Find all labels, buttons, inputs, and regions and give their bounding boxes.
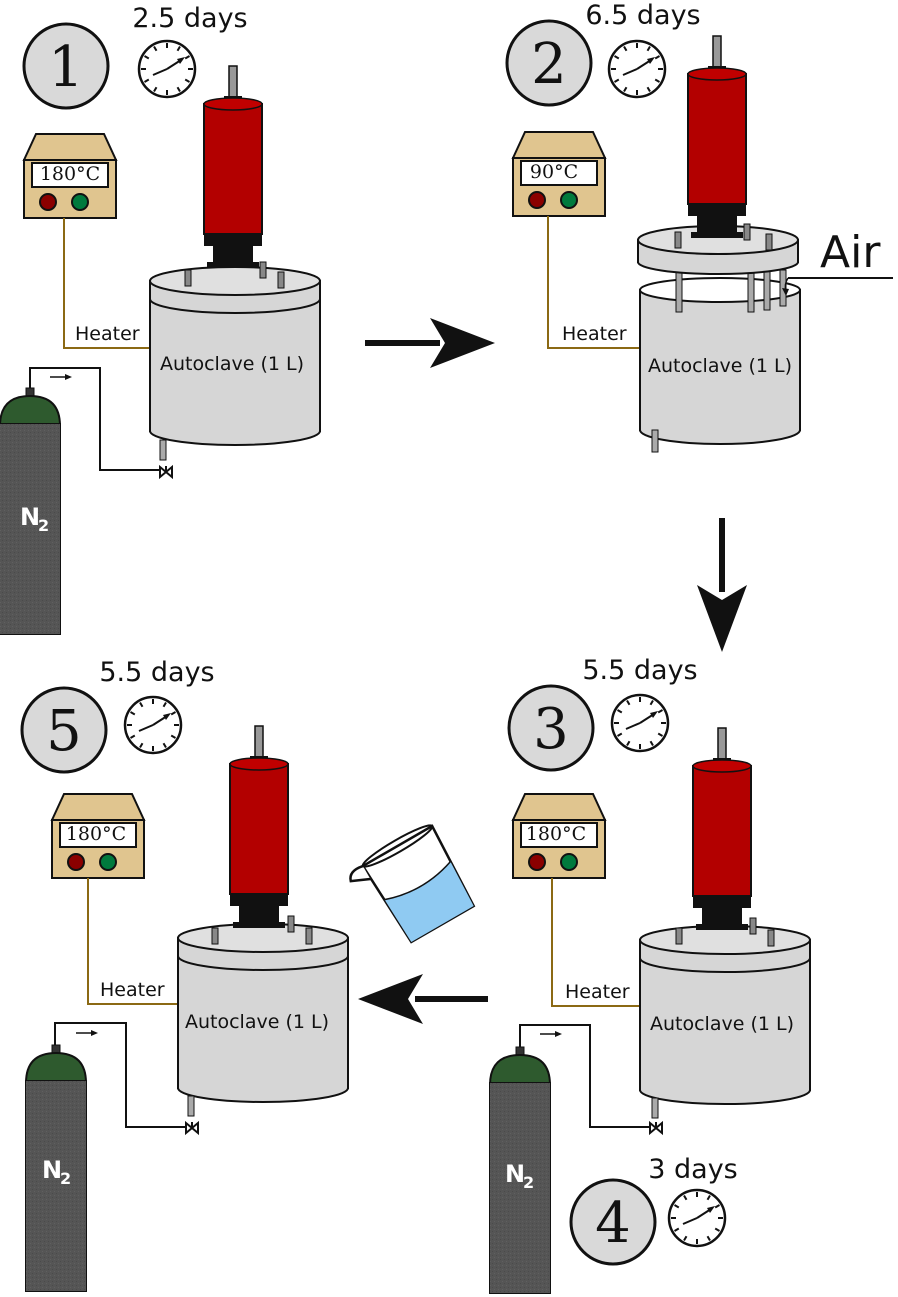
reactor-column: [229, 725, 289, 929]
gas-label: N: [42, 1156, 62, 1184]
valve-icon: [159, 465, 173, 478]
clock-icon: [123, 695, 183, 755]
heater-label: Heater: [75, 323, 140, 345]
controller-setpoint: 180°C: [66, 823, 126, 845]
heater-label: Heater: [100, 979, 165, 1001]
gas-line: [29, 367, 160, 471]
step-duration: 5.5 days: [99, 657, 214, 688]
clock-icon: [607, 39, 667, 99]
reactor-column: [687, 35, 747, 239]
step-badge: [507, 684, 595, 772]
step-duration: 2.5 days: [132, 3, 247, 34]
heater-label: Heater: [562, 323, 627, 345]
autoclave-label: Autoclave (1 L): [160, 353, 304, 375]
step-1: 1 2.5 days 180°C Heater Autoclave (1 L) …: [0, 3, 321, 635]
clock-icon: [137, 39, 197, 99]
clock-icon: [610, 693, 670, 753]
step-5: 5 5.5 days 180°C Heater Autoclave (1 L) …: [20, 657, 349, 1292]
reactor-column: [692, 727, 752, 931]
step-number: 5: [46, 699, 82, 764]
gas-subscript: 2: [38, 516, 49, 535]
step-badge: [20, 686, 108, 774]
valve-icon: [185, 1121, 199, 1134]
arrow-down: [697, 518, 747, 652]
step-badge: [505, 19, 593, 107]
gas-subscript: 2: [523, 1173, 534, 1192]
gas-label: N: [505, 1160, 525, 1188]
heater-label: Heater: [565, 981, 630, 1003]
arrow-left: [358, 974, 488, 1024]
valve-icon: [649, 1121, 663, 1134]
air-label: Air: [820, 227, 881, 278]
step-2: 2 6.5 days 90°C Heater Autoclave (1 L) A…: [505, 0, 893, 453]
step-duration: 3 days: [648, 1154, 738, 1185]
step-number: 3: [533, 697, 569, 762]
step-badge: [569, 1178, 657, 1266]
autoclave-label: Autoclave (1 L): [648, 355, 792, 377]
controller-setpoint: 90°C: [530, 161, 578, 183]
step-number: 1: [48, 35, 84, 100]
heater-wire: [551, 878, 640, 1007]
heater-wire: [547, 216, 640, 349]
heater-wire: [87, 878, 178, 1005]
step-number: 2: [531, 32, 567, 97]
gas-subscript: 2: [60, 1169, 71, 1188]
autoclave-label: Autoclave (1 L): [185, 1011, 329, 1033]
step-duration: 6.5 days: [585, 0, 700, 31]
arrow-right: [365, 318, 495, 368]
step-badge: [22, 22, 110, 110]
step-3: 3 5.5 days 180°C Heater Autoclave (1 L) …: [489, 655, 811, 1294]
clock-icon: [667, 1188, 727, 1248]
reactor-column: [203, 65, 263, 269]
controller-setpoint: 180°C: [526, 823, 586, 845]
beaker-icon: [349, 824, 476, 944]
step-duration: 5.5 days: [582, 655, 697, 686]
gas-line: [519, 1024, 650, 1128]
controller-setpoint: 180°C: [40, 163, 100, 185]
step-4: 4 3 days: [569, 1154, 738, 1266]
gas-line: [54, 1022, 186, 1128]
step-number: 4: [595, 1191, 631, 1256]
autoclave-label: Autoclave (1 L): [650, 1013, 794, 1035]
heater-wire: [63, 218, 150, 349]
gas-label: N: [20, 503, 40, 531]
